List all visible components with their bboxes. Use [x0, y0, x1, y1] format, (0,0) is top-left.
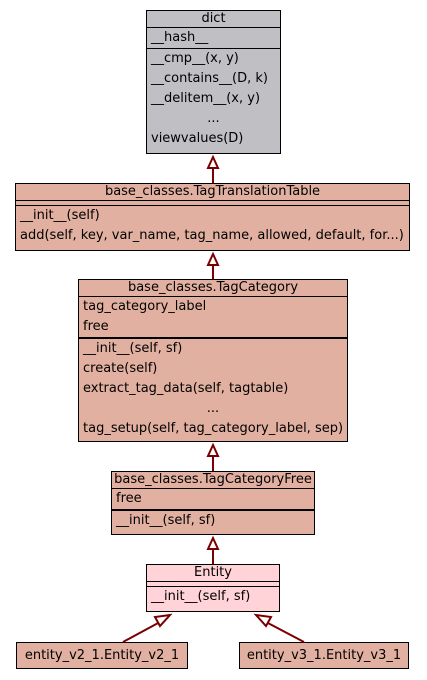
method: __init__(self, sf)	[116, 513, 216, 528]
class-entity-v3-1[interactable]: entity_v3_1.Entity_v3_1	[239, 642, 409, 669]
method-ellipsis: ...	[207, 111, 220, 126]
method: __init__(self, sf)	[83, 341, 183, 356]
method: __contains__(D, k)	[151, 71, 268, 86]
inheritance-edge	[265, 621, 305, 643]
inheritance-arrowhead	[253, 613, 273, 628]
class-title: entity_v2_1.Entity_v2_1	[24, 648, 180, 663]
class-tag-category[interactable]: base_classes.TagCategory tag_category_la…	[78, 279, 348, 442]
method: __cmp__(x, y)	[151, 51, 239, 66]
methods-section: __cmp__(x, y) __contains__(D, k) __delit…	[147, 48, 280, 149]
method: __init__(self, sf)	[151, 589, 251, 604]
attributes-section	[147, 581, 279, 586]
inheritance-arrowhead	[206, 154, 220, 169]
inheritance-edge	[122, 621, 161, 643]
class-entity-v2-1[interactable]: entity_v2_1.Entity_v2_1	[16, 642, 188, 669]
inheritance-arrowhead	[206, 442, 220, 457]
class-title: entity_v3_1.Entity_v3_1	[246, 648, 402, 663]
method: extract_tag_data(self, tagtable)	[83, 381, 289, 396]
attribute: free	[116, 491, 142, 506]
class-title: base_classes.TagTranslationTable	[104, 184, 321, 199]
class-entity[interactable]: Entity __init__(self, sf)	[146, 564, 280, 612]
inheritance-arrowhead	[206, 535, 220, 550]
method: tag_setup(self, tag_category_label, sep)	[83, 421, 344, 436]
attributes-section: __hash__	[147, 27, 280, 48]
methods-section: __init__(self, sf)	[112, 509, 314, 531]
attribute: free	[83, 319, 109, 334]
method: add(self, key, var_name, tag_name, allow…	[20, 228, 404, 243]
attribute: tag_category_label	[83, 299, 207, 314]
inheritance-arrowhead	[153, 613, 173, 628]
attributes-section: tag_category_label free	[79, 296, 347, 337]
method: __init__(self)	[20, 208, 100, 223]
method-ellipsis: ...	[206, 401, 220, 416]
methods-section: __init__(self, sf) create(self) extract_…	[79, 337, 347, 439]
class-title: Entity	[194, 565, 232, 580]
methods-section: __init__(self, sf)	[147, 586, 279, 607]
class-title: dict	[201, 11, 226, 26]
class-dict[interactable]: dict __hash__ __cmp__(x, y) __contains__…	[146, 10, 281, 154]
class-tag-translation-table[interactable]: base_classes.TagTranslationTable __init_…	[15, 183, 410, 251]
class-title: base_classes.TagCategoryFree	[114, 472, 312, 487]
class-tag-category-free[interactable]: base_classes.TagCategoryFree free __init…	[111, 471, 315, 535]
class-title: base_classes.TagCategory	[127, 280, 299, 295]
method: viewvalues(D)	[151, 131, 244, 146]
attributes-section	[16, 200, 409, 205]
methods-section: __init__(self) add(self, key, var_name, …	[16, 205, 409, 246]
method: create(self)	[83, 361, 158, 376]
attributes-section: free	[112, 488, 314, 509]
method: __delitem__(x, y)	[151, 91, 261, 106]
attribute: __hash__	[151, 30, 209, 45]
inheritance-arrowhead	[206, 251, 220, 266]
